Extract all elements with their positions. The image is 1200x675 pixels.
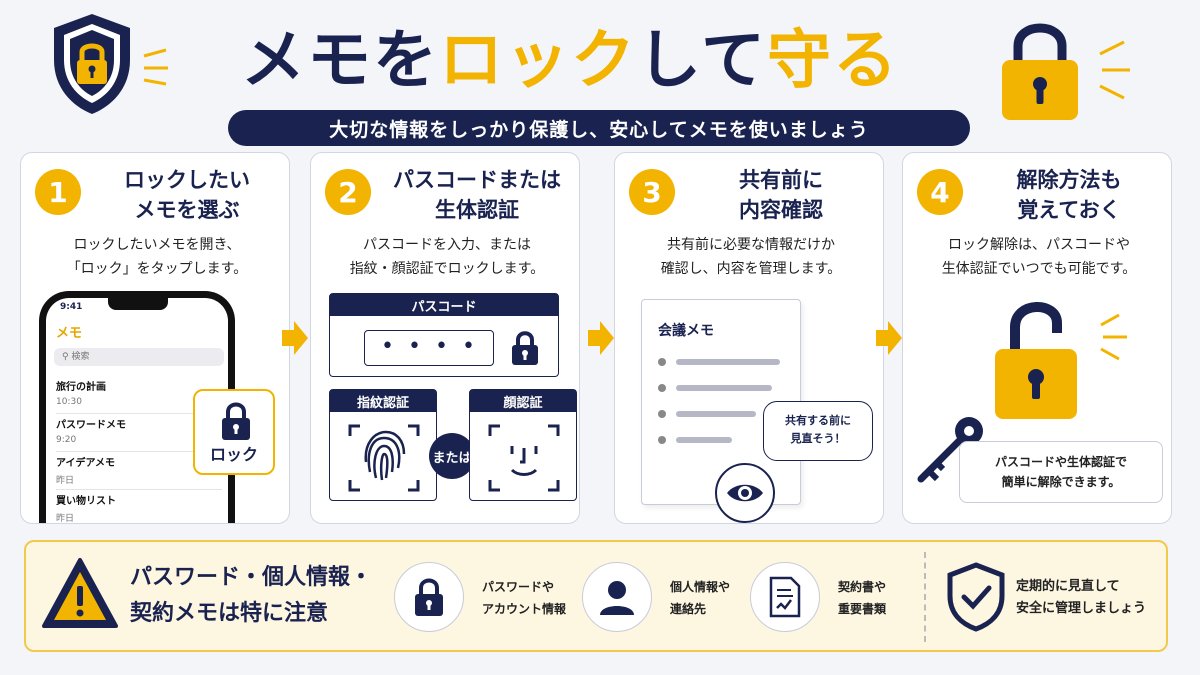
subtitle-banner: 大切な情報をしっかり保護し、安心してメモを使いましょう (228, 110, 970, 146)
speech-bubble: 共有する前に 見直そう！ (763, 401, 873, 461)
title-part-3: して (636, 24, 768, 98)
spark-lines-left (143, 48, 168, 86)
memo-title: アイデアメモ (56, 458, 115, 469)
lock-icon-circle (394, 562, 464, 632)
eye-icon (715, 463, 775, 523)
fingerprint-panel[interactable]: 指紋認証 (329, 389, 437, 501)
step-card-1: 1 ロックしたい メモを選ぶ ロックしたいメモを開き、 「ロック」をタップします… (20, 152, 290, 524)
contract-icon (769, 576, 801, 618)
lock-button-label: ロック (209, 445, 258, 464)
memo-time: 昨日 (56, 476, 75, 486)
step-card-4: 4 解除方法も 覚えておく ロック解除は、パスコードや 生体認証でいつでも可能で… (902, 152, 1172, 524)
text-line (676, 437, 732, 443)
step-title: 共有前に 内容確認 (739, 168, 823, 222)
warning-item-label: パスワードや アカウント情報 (482, 580, 567, 616)
unlocked-padlock-icon (995, 302, 1077, 419)
step-title: パスコードまたは 生体認証 (393, 168, 561, 222)
arrow-right-icon (588, 321, 614, 355)
final-advice: 定期的に見直して 安全に管理しましょう (1016, 579, 1147, 616)
memo-time: 10:30 (56, 397, 82, 407)
lock-icon (512, 331, 538, 365)
memo-item[interactable]: 旅行の計画 10:30 (56, 378, 222, 414)
shield-check-icon (947, 562, 1005, 632)
warning-item-label: 個人情報や 連絡先 (670, 580, 731, 616)
person-icon (600, 581, 634, 615)
face-id-icon (488, 424, 560, 492)
key-icon (917, 417, 983, 483)
passcode-input[interactable]: •••• (364, 330, 494, 366)
memo-time: 昨日 (56, 514, 75, 523)
status-time: 9:41 (60, 302, 83, 312)
lock-button[interactable]: ロック (193, 389, 275, 475)
phone-notch (108, 298, 168, 310)
face-id-panel[interactable]: 顔認証 (469, 389, 577, 501)
notes-app-title: メモ (56, 326, 83, 341)
step-number: 4 (917, 169, 963, 215)
passcode-panel: パスコード •••• (329, 293, 559, 377)
document-title: 会議メモ (658, 323, 714, 339)
memo-item[interactable]: 買い物リスト 昨日 (56, 492, 222, 523)
text-line (676, 385, 772, 391)
step-description: 共有前に必要な情報だけか 確認し、内容を管理します。 (660, 237, 842, 277)
title-part-1: メモを (240, 24, 439, 98)
text-line (676, 411, 756, 417)
step-title: ロックしたい メモを選ぶ (124, 168, 250, 222)
step-number: 1 (35, 169, 81, 215)
step-description: ロック解除は、パスコードや 生体認証でいつでも可能です。 (941, 237, 1137, 277)
step-number: 2 (325, 169, 371, 215)
search-placeholder: 検索 (71, 352, 90, 362)
unlock-note: パスコードや生体認証で 簡単に解除できます。 (959, 441, 1163, 503)
bullet (658, 358, 666, 366)
step-title: 解除方法も 覚えておく (1016, 168, 1122, 222)
face-id-header: 顔認証 (470, 390, 576, 412)
lock-icon (415, 578, 443, 616)
spark-lines (1100, 313, 1127, 361)
warning-item-label: 契約書や 重要書類 (838, 580, 887, 616)
fingerprint-header: 指紋認証 (330, 390, 436, 412)
spark-lines-right (1099, 40, 1130, 100)
step-card-3: 3 共有前に 内容確認 共有前に必要な情報だけか 確認し、内容を管理します。 会… (614, 152, 884, 524)
memo-time: 9:20 (56, 435, 77, 445)
person-icon-circle (582, 562, 652, 632)
bullet (658, 436, 666, 444)
step-number: 3 (629, 169, 675, 215)
warning-panel: パスワード・個人情報・ 契約メモは特に注意 パスワードや アカウント情報 個人情… (24, 540, 1168, 652)
memo-title: 旅行の計画 (56, 382, 106, 393)
bullet (658, 384, 666, 392)
step-description: ロックしたいメモを開き、 「ロック」をタップします。 (66, 237, 248, 277)
contract-icon-circle (750, 562, 820, 632)
text-line (676, 359, 780, 365)
shield-lock-icon (54, 14, 130, 114)
lock-icon (222, 402, 250, 440)
page-title: メモを ロック して 守る (180, 10, 960, 100)
arrow-right-icon (282, 321, 308, 355)
arrow-right-icon (876, 321, 902, 355)
title-part-4: 守る (767, 24, 900, 98)
passcode-header: パスコード (330, 294, 558, 316)
title-part-2: ロック (438, 24, 637, 98)
memo-title: パスワードメモ (56, 420, 126, 431)
or-badge: または (429, 433, 475, 479)
divider (924, 552, 926, 642)
warning-icon (42, 558, 118, 628)
step-card-2: 2 パスコードまたは 生体認証 パスコードを入力、または 指紋・顔認証でロックし… (310, 152, 580, 524)
memo-title: 買い物リスト (56, 496, 116, 507)
fingerprint-icon (348, 424, 420, 492)
padlock-icon (1002, 23, 1078, 120)
bullet (658, 410, 666, 418)
step-description: パスコードを入力、または 指紋・顔認証でロックします。 (349, 237, 545, 277)
memo-item[interactable]: アイデアメモ 昨日 (56, 454, 222, 490)
warning-text: パスワード・個人情報・ 契約メモは特に注意 (130, 565, 373, 626)
search-input[interactable]: ⚲ 検索 (54, 348, 224, 366)
